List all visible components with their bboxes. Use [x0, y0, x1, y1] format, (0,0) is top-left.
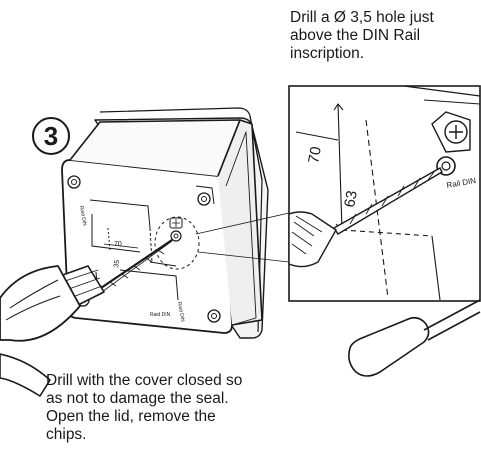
svg-text:Raid DIN: Raid DIN — [150, 312, 171, 318]
top-instruction-caption: Drill a Ø 3,5 hole just above the DIN Ra… — [290, 9, 434, 62]
enclosure-box — [61, 107, 269, 339]
svg-text:70: 70 — [114, 241, 122, 248]
screwdriver — [348, 299, 481, 377]
zoom-circle — [154, 216, 200, 270]
detail-inset: Rail DIN 70 63 — [288, 85, 481, 302]
step-number: 3 — [43, 121, 59, 151]
cover-dimension-marks — [89, 199, 179, 301]
svg-text:63: 63 — [341, 189, 361, 208]
bottom-instruction-caption: Drill with the cover closed so as not to… — [46, 372, 243, 443]
step-number-badge: 3 — [32, 117, 70, 155]
svg-text:70: 70 — [305, 145, 325, 164]
drill — [0, 239, 173, 397]
svg-text:Raid DIN: Raid DIN — [176, 301, 185, 322]
svg-text:35: 35 — [113, 259, 121, 268]
cover-small-labels: 70 35 Raid DIN Raid DIN Raid DIN — [78, 205, 185, 322]
drill-target — [169, 217, 183, 242]
zoom-leader-lines — [195, 212, 290, 263]
svg-text:Raid DIN: Raid DIN — [78, 205, 87, 226]
